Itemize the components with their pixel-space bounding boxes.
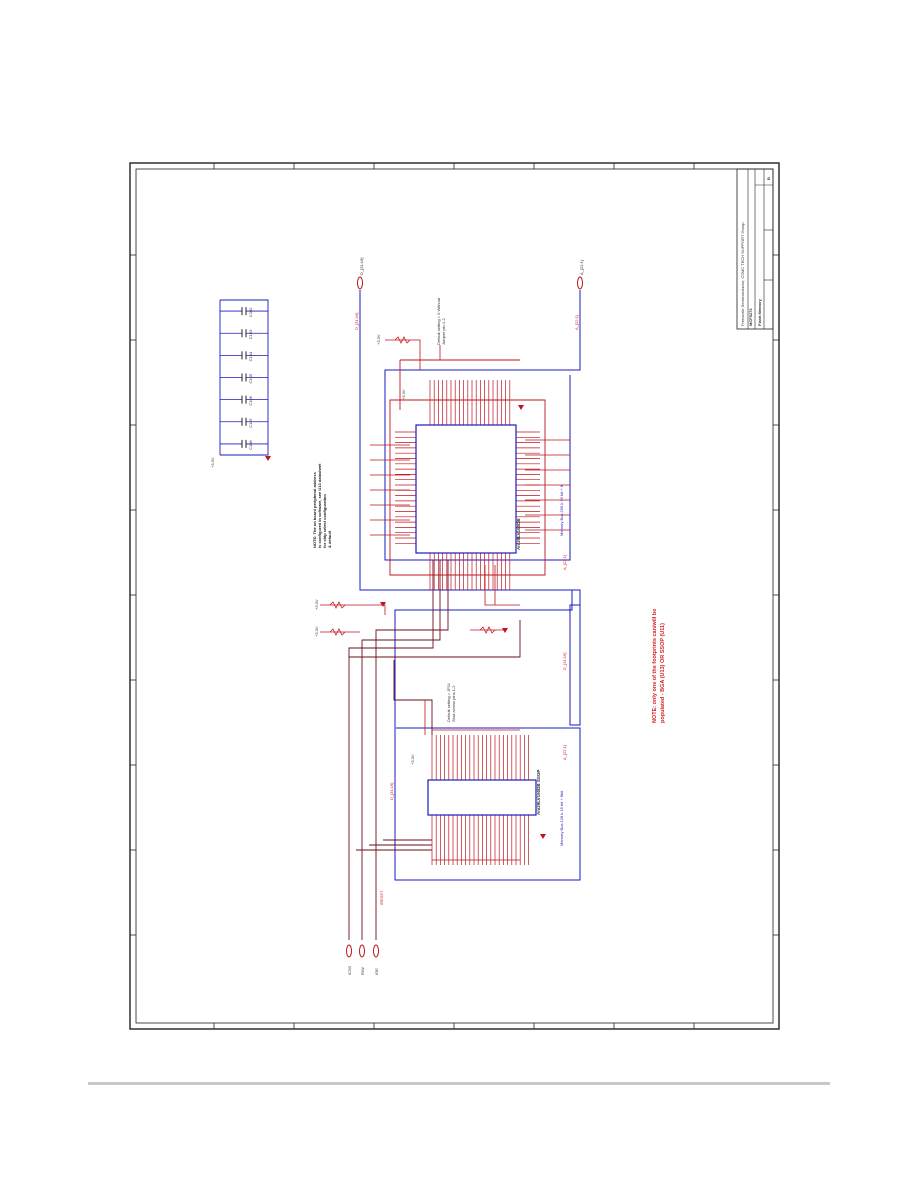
power-label-1: +3.3V [376,334,381,345]
capacitor-label: C105 [248,373,253,383]
power-symbols: +3.3V +3.3V +3.3V +3.3V +3.3V [314,334,546,839]
zone-ticks [130,163,779,1029]
power-label-2: +3.3V [401,389,406,400]
bus-label-5: D_[31:16] [389,783,394,800]
offpage-bottom-2: R/W [360,967,365,975]
capacitor-label: C106 [248,395,253,405]
offpage-bottom-1: /CS0 [347,965,352,975]
power-label-3: +3.3V [314,599,319,610]
bus-label-3: A_[22:1] [562,555,567,570]
u11-caption: Memory Bus 128 k 16 bit + 8bit [559,790,564,846]
capacitor: C103 [220,329,268,339]
outer-frame [129,162,780,1030]
note-line-1: NOTE: The on board peripheral address [312,471,317,548]
title-company: Freescale Semiconductor, CSMC TECH SUPPO… [740,222,745,326]
jumper-note-top-2: Jumper pin 1-2 [441,318,446,345]
power-label-5: +3.3V [410,754,415,765]
jumper-note-mid-2: Shut across pins 1-2 [451,685,456,722]
wiring [320,290,581,940]
capacitor: C107 [220,417,268,428]
pin-fanouts [395,380,540,865]
jumper-note-top: Default setting = 0 Without [436,297,441,345]
note-line-3: for chip select configuration [322,494,327,548]
capacitor-label: C107 [248,417,253,427]
offpage-top-right: A_[22:1] [579,260,584,275]
offpage-connectors: D_[31:16] A_[22:1] /CS0 R/W /OE /RESET [346,258,584,975]
u11-part-name: Am29LV160DB SSOP [536,770,541,815]
u13-chip: Am29LV160DB Memory Bus 256 k 16 bit + 8 [415,424,564,554]
red-note-line-1: NOTE: only one of the footprints can/wil… [652,609,658,723]
capacitor: C105 [220,373,268,384]
jumper-note-mid: Default setting = JP11 [446,682,451,722]
cap-bank-power: +3.3V [210,457,215,468]
note-line-4: & default [327,530,332,548]
inner-frame [135,168,774,1024]
capacitor-label: C104 [248,351,253,361]
capacitor-label: C103 [248,329,253,339]
capacitor: C102 [220,307,268,317]
bus-label-6: A_[22:1] [562,745,567,760]
bus-label-1: D_[31:16] [354,313,359,330]
footer-rule [88,1082,830,1085]
capacitor-label: C102 [248,307,253,317]
decoupling-cap-bank: C108 C107 C106 C105 C104 C103 C102 +3.3V [210,299,271,468]
bus-label-2: A_[22:1] [574,315,579,330]
offpage-bottom-4: /RESET [379,890,384,905]
capacitor: C106 [220,395,268,406]
capacitor-label: C108 [248,440,253,450]
offpage-bottom-3: /OE [374,968,379,975]
ground-symbol [265,456,271,461]
bus-label-4: D_[31:16] [562,653,567,670]
title-page: Flash Memory [757,298,762,326]
title-size: B [766,177,771,180]
u11-chip: Am29LV160DB SSOP Memory Bus 128 k 16 bit… [427,770,564,846]
u13-part-name: Am29LV160DB [516,518,521,550]
capacitor: C104 [220,351,268,361]
capacitor: C108 [220,440,268,450]
offpage-top-left: D_[31:16] [359,258,364,275]
notes: NOTE: The on board peripheral address is… [312,297,666,723]
power-label-4: +3.3V [314,626,319,637]
red-note-line-2: populated - BGA (U13) OR SSOP (U11) [660,623,666,723]
bus-labels: D_[31:16] A_[22:1] A_[22:1] D_[31:16] D_… [354,313,579,800]
note-line-2: is configured in software, see U13 datas… [317,463,322,548]
title-board: MCF5272 [748,308,753,326]
u13-caption: Memory Bus 256 k 16 bit + 8 [559,484,564,536]
title-block: Freescale Semiconductor, CSMC TECH SUPPO… [736,168,774,330]
